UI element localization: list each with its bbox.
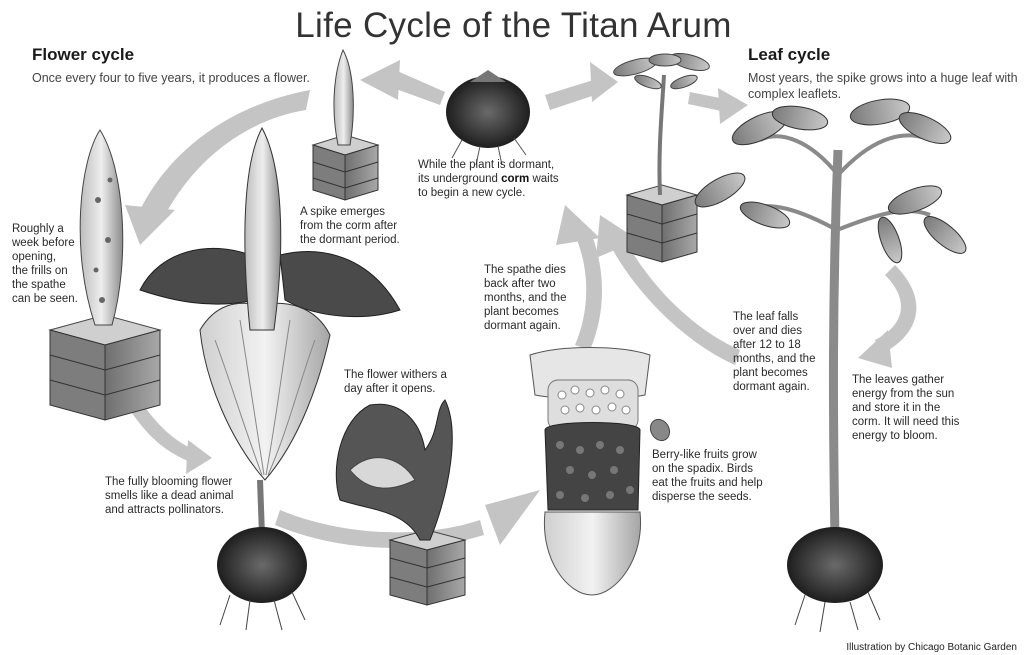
caption-week-before: Roughly a week before opening, the frill… bbox=[12, 222, 78, 306]
leaf-cycle-text: Most years, the spike grows into a huge … bbox=[748, 70, 1027, 102]
caption-leaves-gather: The leaves gather energy from the sun an… bbox=[852, 373, 959, 443]
illustration-credit: Illustration by Chicago Botanic Garden bbox=[846, 642, 1017, 653]
planter-box bbox=[612, 50, 711, 262]
caption-blooming: The fully blooming flower smells like a … bbox=[105, 475, 233, 517]
page-title: Life Cycle of the Titan Arum bbox=[0, 6, 1027, 46]
flower-cycle-heading: Flower cycle bbox=[32, 45, 134, 65]
caption-spike-emerges: A spike emerges from the corm after the … bbox=[300, 205, 400, 247]
caption-spathe-dies: The spathe dies back after two months, a… bbox=[484, 263, 566, 333]
caption-leaf-falls: The leaf falls over and dies after 12 to… bbox=[733, 310, 815, 394]
withered-flower bbox=[336, 400, 452, 540]
flower-cycle-text: Once every four to five years, it produc… bbox=[32, 70, 310, 86]
planter-box bbox=[313, 50, 378, 200]
corm-illustration bbox=[446, 70, 530, 165]
dormant-caption: While the plant is dormant, its undergro… bbox=[418, 158, 559, 200]
leaf-cycle-heading: Leaf cycle bbox=[748, 45, 830, 65]
caption-withers: The flower withers a day after it opens. bbox=[344, 368, 447, 396]
planter-box bbox=[390, 530, 465, 605]
corm-keyword: corm bbox=[501, 173, 529, 185]
caption-berries: Berry-like fruits grow on the spadix. Bi… bbox=[652, 448, 763, 504]
